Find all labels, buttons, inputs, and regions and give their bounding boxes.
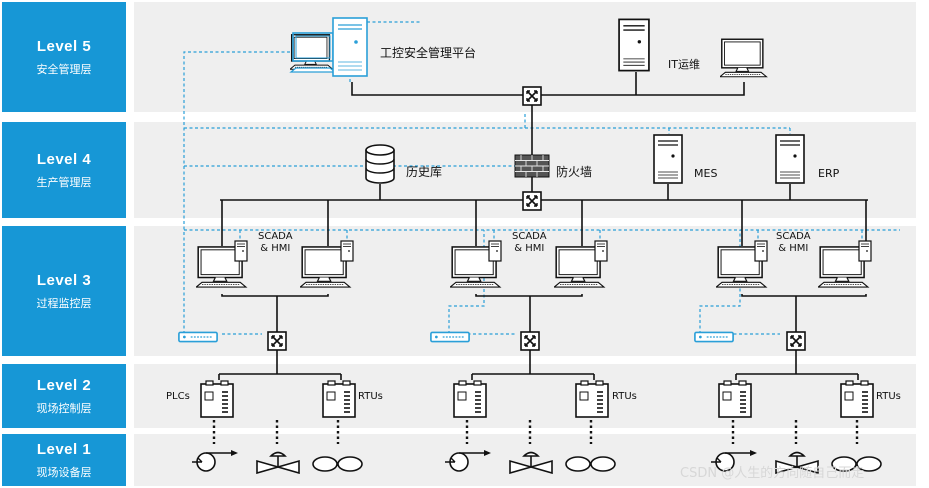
plc-icon	[718, 380, 752, 418]
scada-hmi-label: SCADA & HMI	[512, 231, 547, 255]
scada-label-line1: SCADA	[512, 231, 547, 242]
security-probe-icon	[694, 331, 734, 343]
level-4-name: 生产管理层	[36, 176, 92, 189]
history-db-label: 历史库	[406, 165, 443, 179]
it-ops-label: IT运维	[668, 58, 700, 71]
scada-tower-icon	[488, 240, 502, 262]
flow-meter-icon	[312, 456, 363, 472]
level-1-number: Level 1	[36, 440, 92, 458]
firewall-icon	[514, 154, 550, 178]
scada-tower-icon	[754, 240, 768, 262]
level-1-box: Level 1 现场设备层	[2, 434, 126, 486]
scada-tower-icon	[234, 240, 248, 262]
rtu-icon	[575, 380, 609, 418]
mes-server-icon	[653, 134, 683, 184]
level-2-number: Level 2	[36, 376, 92, 394]
hmi-tower-icon	[594, 240, 608, 262]
valve-icon	[509, 451, 553, 474]
rtu-icon	[322, 380, 356, 418]
hmi-tower-icon	[858, 240, 872, 262]
level4-switch-icon	[522, 191, 542, 211]
erp-server-icon	[775, 134, 805, 184]
it-ops-monitor-icon	[720, 38, 768, 78]
plc-icon	[200, 380, 234, 418]
rtus-label: RTUs	[358, 391, 383, 402]
pump-icon	[192, 450, 239, 472]
security-probe-icon	[430, 331, 470, 343]
ics-platform-label: 工控安全管理平台	[380, 46, 477, 60]
valve-icon	[256, 451, 300, 474]
firewall-label: 防火墙	[556, 165, 593, 179]
level-5-number: Level 5	[36, 37, 92, 55]
level-1-name: 现场设备层	[36, 466, 92, 479]
security-probe-icon	[178, 331, 218, 343]
level-5-box: Level 5 安全管理层	[2, 2, 126, 112]
scada-label-line2: & HMI	[260, 243, 291, 254]
pump-icon	[445, 450, 492, 472]
level3-switch-icon	[520, 331, 540, 351]
erp-label: ERP	[818, 167, 840, 180]
watermark: CSDN @人生的方向随自己而走	[680, 466, 865, 481]
rtus-label: RTUs	[876, 391, 901, 402]
level3-switch-icon	[267, 331, 287, 351]
level-2-name: 现场控制层	[36, 402, 92, 415]
rtus-label: RTUs	[612, 391, 637, 402]
scada-label-line1: SCADA	[776, 231, 811, 242]
plcs-label: PLCs	[166, 391, 190, 402]
level-3-number: Level 3	[36, 271, 92, 289]
network-links	[218, 72, 868, 380]
level-4-number: Level 4	[36, 150, 92, 168]
rtu-icon	[840, 380, 874, 418]
ics-management-workstation-icon	[289, 17, 368, 77]
plc-icon	[453, 380, 487, 418]
level-2-box: Level 2 现场控制层	[2, 364, 126, 428]
mes-label: MES	[694, 167, 718, 180]
history-database-icon	[365, 144, 395, 184]
scada-hmi-label: SCADA & HMI	[776, 231, 811, 255]
scada-label-line2: & HMI	[778, 243, 809, 254]
level-5-name: 安全管理层	[36, 63, 92, 76]
level-4-box: Level 4 生产管理层	[2, 122, 126, 218]
scada-label-line1: SCADA	[258, 231, 293, 242]
level-1-band	[134, 434, 916, 486]
field-device-links	[212, 420, 859, 444]
hmi-tower-icon	[340, 240, 354, 262]
scada-hmi-label: SCADA & HMI	[258, 231, 293, 255]
level-3-name: 过程监控层	[36, 297, 92, 310]
level5-switch-icon	[522, 86, 542, 106]
level3-switch-icon	[786, 331, 806, 351]
it-ops-server-icon	[618, 18, 650, 72]
scada-label-line2: & HMI	[514, 243, 545, 254]
flow-meter-icon	[565, 456, 616, 472]
level-3-box: Level 3 过程监控层	[2, 226, 126, 356]
